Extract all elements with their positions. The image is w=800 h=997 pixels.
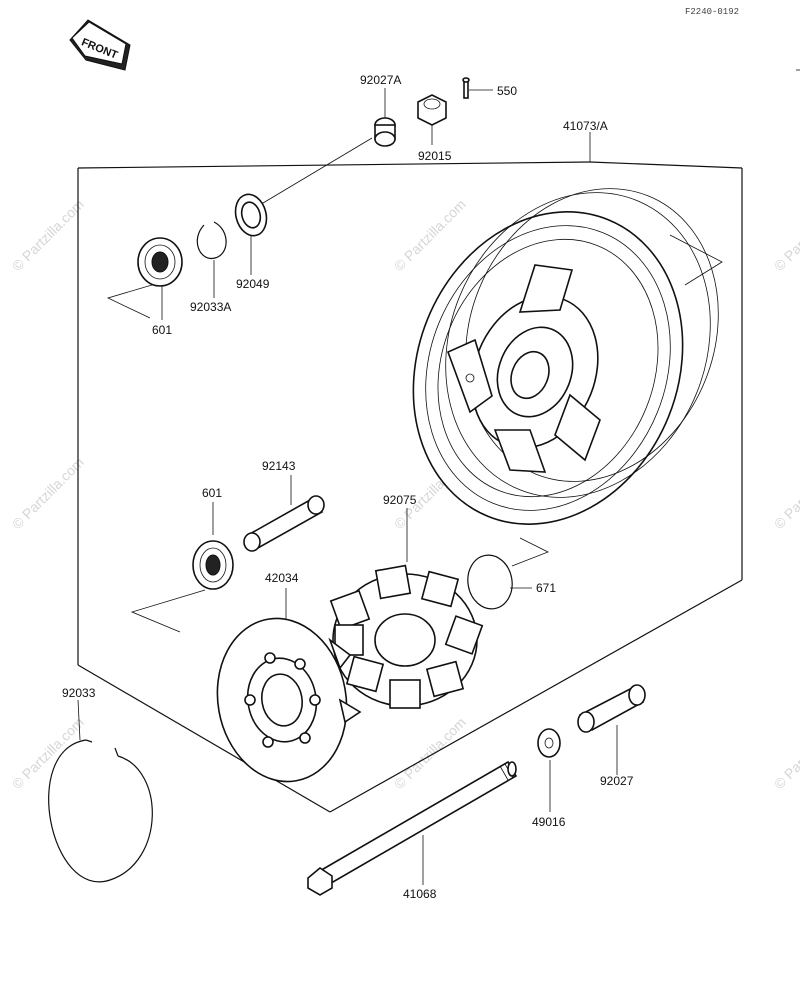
watermark: © Partzilla.com [391,196,469,274]
circlip-92033 [48,739,153,883]
washer-49016 [537,728,561,758]
part-labels: 92027A 550 92015 41073/A 92049 92033A 60… [62,73,634,901]
bearing-601-top [137,237,183,287]
assembly-outline [77,161,743,813]
cotter-pin-550 [462,77,470,99]
label-41068: 41068 [403,887,437,901]
label-92015: 92015 [418,149,452,163]
damper-92075 [329,564,484,709]
axle-41068 [307,760,518,896]
label-42034: 42034 [265,571,299,585]
watermark: © Partzilla.com [771,454,800,532]
circlip-92033A [196,221,227,259]
leader-lines [77,88,723,885]
label-92049: 92049 [236,277,270,291]
collar-92027 [577,684,646,733]
watermark: © Partzilla.com [9,196,87,274]
bearing-601-mid [192,540,234,590]
watermark: © Partzilla.com [9,714,87,792]
label-671: 671 [536,581,556,595]
label-92027A: 92027A [360,73,401,87]
label-92027: 92027 [600,774,634,788]
label-41073A: 41073/A [563,119,608,133]
label-92033: 92033 [62,686,96,700]
label-601-top: 601 [152,323,172,337]
label-92033A: 92033A [190,300,231,314]
collar-92027A [374,117,396,147]
watermark: © Partzilla.com [9,454,87,532]
front-arrow-icon: FRONT [69,19,131,71]
wheel-rim [412,188,719,525]
seal-92049 [234,193,268,237]
label-49016: 49016 [532,815,566,829]
nut-92015 [417,94,447,126]
hub-42034 [216,617,362,783]
diagram-code: F2240-0192 [685,7,739,17]
label-601-mid: 601 [202,486,222,500]
o-ring-671 [467,554,513,610]
spacer-92143 [243,495,325,552]
label-92143: 92143 [262,459,296,473]
label-550: 550 [497,84,517,98]
label-92075: 92075 [383,493,417,507]
watermark: © Partzilla.com [391,714,469,792]
watermark: © Partzilla.com [771,714,800,792]
watermark: © Partzilla.com [771,196,800,274]
